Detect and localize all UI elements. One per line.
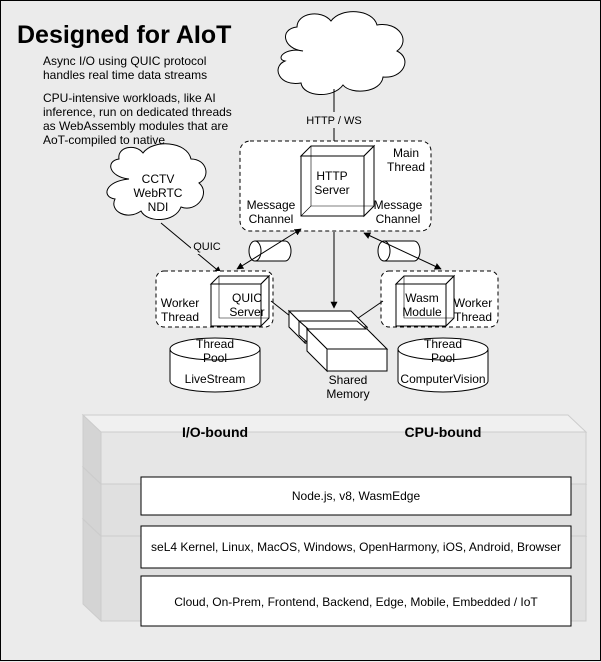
quic-label: QUIC [193,241,221,253]
worker-thread-label: Thread [161,310,199,324]
computervision-label: ComputerVision [400,372,485,386]
page-title: Designed for AIoT [17,21,231,49]
description-line: CPU-intensive workloads, like AI [43,91,216,105]
wasm-module-label: Module [402,305,442,319]
livestream-thread-pool-cylinder-icon [169,337,261,393]
video-source-cloud-icon [106,143,207,220]
thread-pool-label: Pool [203,351,227,365]
internet-cloud-icon [277,11,406,95]
wasm-module-label: Wasm [405,291,439,305]
worker-thread-label: Worker [454,296,492,310]
cloud-source-label: NDI [148,200,169,214]
http-server-cube [299,144,376,218]
shared-memory-label: Memory [326,387,369,401]
edge-label-bg [301,112,367,128]
description-line: Async I/O using QUIC protocol [43,54,206,68]
description-line: handles real time data streams [43,68,207,82]
thread-pool-label: Thread [424,337,462,351]
message-channel-label: Channel [376,212,421,226]
description-line: as WebAssembly modules that are [43,119,229,133]
quic-server-cube [209,274,271,328]
shared-memory-label: Shared [329,373,368,387]
os-layer-text: seL4 Kernel, Linux, MacOS, Windows, Open… [151,540,561,554]
quic-server-label: Server [229,305,264,319]
http-server-label: Server [314,183,349,197]
worker-thread-label: Thread [454,310,492,324]
http-ws-label: HTTP / WS [306,115,361,127]
left-channel-edge [236,228,302,270]
os-layer-box [140,525,572,569]
worker-thread-label: Worker [161,296,199,310]
main-thread-label: Main [393,146,419,160]
runtime-layer-text: Node.js, v8, WasmEdge [292,489,421,503]
edge-label-bg [191,239,223,254]
cpu-bound-label: CPU-bound [405,424,482,440]
runtime-layer-box [140,476,572,516]
description-line: inference, run on dedicated threads [43,105,232,119]
cloud-source-label: CCTV [142,172,175,186]
main-thread-label: Thread [387,160,425,174]
message-channel-label: Channel [249,212,294,226]
message-channel-label: Message [247,198,296,212]
right-message-channel-cylinder-icon [377,240,421,262]
computervision-thread-pool-cylinder-icon [397,337,489,393]
thread-pool-label: Pool [431,351,455,365]
description-line: AoT-compiled to native [43,133,165,147]
cloud-source-label: WebRTC [134,186,183,200]
targets-layer-box [140,575,572,627]
livestream-label: LiveStream [185,372,246,386]
targets-layer-text: Cloud, On-Prem, Frontend, Backend, Edge,… [174,595,538,609]
shared-memory-stack-icon [287,309,389,373]
message-channel-label: Message [374,198,423,212]
quic-server-label: QUIC [232,291,262,305]
io-bound-label: I/O-bound [182,424,248,440]
right-channel-edge [363,232,442,270]
http-server-label: HTTP [316,169,347,183]
wasm-module-cube [394,274,456,328]
thread-pool-label: Thread [196,337,234,351]
